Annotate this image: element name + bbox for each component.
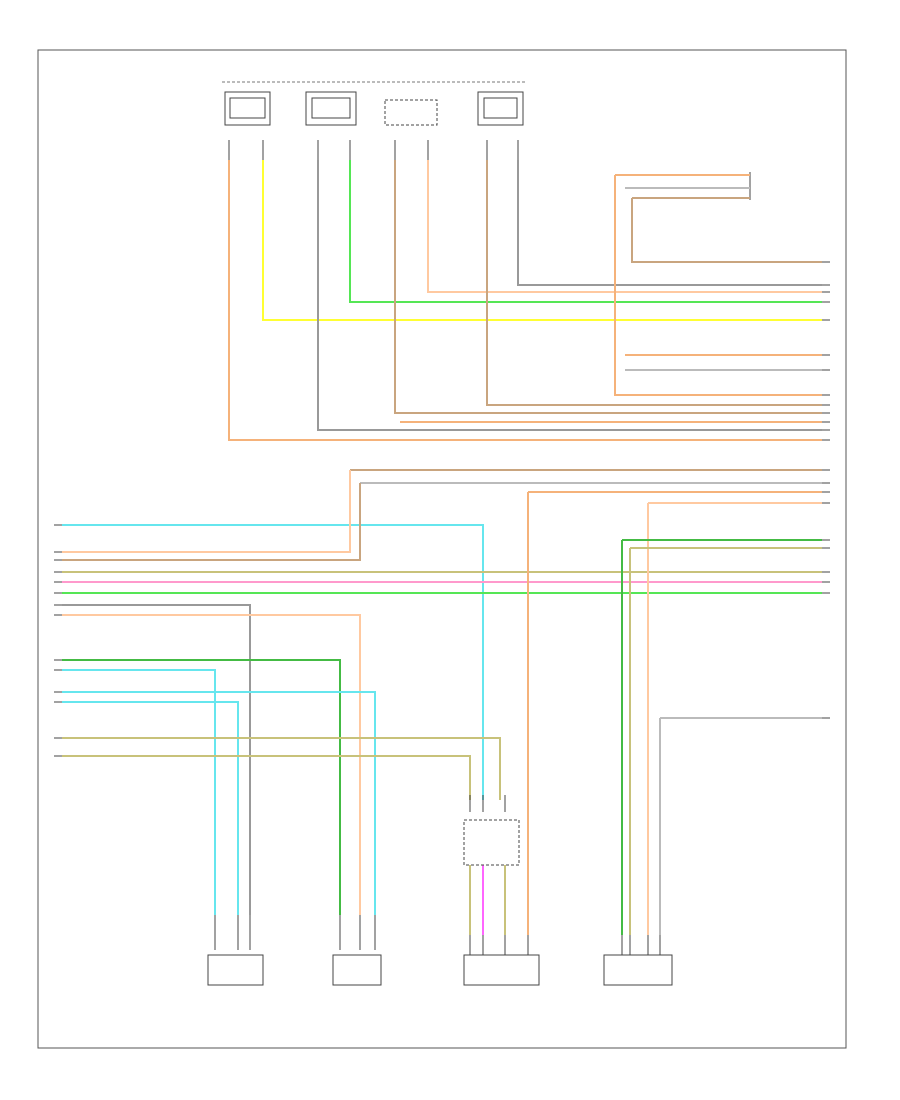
wire-olive-4 xyxy=(629,547,822,935)
top-connector-3 xyxy=(384,99,438,126)
wires xyxy=(62,160,822,935)
top-connector-4 xyxy=(477,91,524,126)
wire-dark-green-2 xyxy=(621,539,822,935)
wire-cyan-3 xyxy=(62,691,376,915)
right-terminals xyxy=(822,261,830,719)
wire-orange-1 xyxy=(228,160,822,441)
wire-peach-1 xyxy=(427,160,822,293)
wire-tan-4 xyxy=(631,198,822,263)
wire-tan-6 xyxy=(62,483,361,561)
junction-block xyxy=(463,795,520,866)
bottom-component-1 xyxy=(207,915,264,986)
wire-dark-green-1 xyxy=(62,659,341,915)
wire-orange-2 xyxy=(614,175,822,396)
wire-peach-4 xyxy=(62,614,361,915)
top-terminals xyxy=(228,140,519,160)
wire-green-1 xyxy=(349,160,822,303)
wire-peach-3 xyxy=(62,470,351,553)
wire-cyan-4 xyxy=(62,701,239,915)
wire-tan-2 xyxy=(486,160,822,406)
wire-grey-6 xyxy=(62,604,251,915)
top-connector-2 xyxy=(305,91,357,126)
wire-grey-7 xyxy=(659,717,822,935)
bottom-component-4 xyxy=(603,935,673,986)
wire-olive-3 xyxy=(62,755,471,800)
bottom-component-2 xyxy=(332,915,382,986)
wire-cyan-1 xyxy=(62,524,484,800)
wire-grey-1 xyxy=(317,160,822,431)
bottom-component-3 xyxy=(463,935,540,986)
wire-cyan-2 xyxy=(62,669,216,915)
wire-tan-1 xyxy=(394,160,822,414)
wire-grey-2 xyxy=(517,160,822,286)
wire-yellow-1 xyxy=(262,160,822,321)
left-terminals xyxy=(54,524,62,757)
top-connector-1 xyxy=(224,91,271,126)
diagram-frame xyxy=(37,49,847,1049)
wire-olive-2 xyxy=(62,737,501,800)
